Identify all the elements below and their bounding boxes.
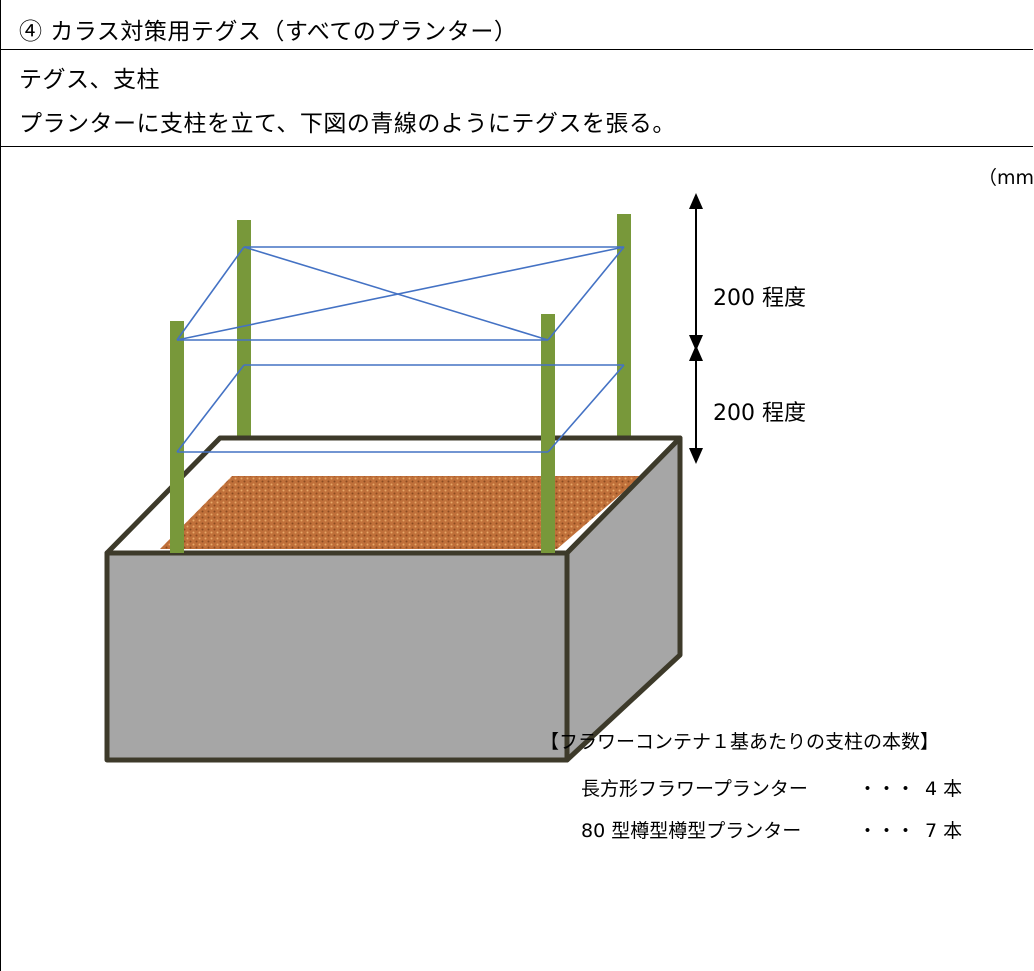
planter-diagram: （mm） 200 程度 200 程度 【フラワーコンテナ１基あたりの (104, 167, 1034, 842)
front-left-pole (170, 321, 184, 553)
unit-label: （mm） (978, 167, 1034, 189)
planter-front (104, 550, 570, 763)
wire-lines (176, 246, 625, 453)
note-item-1-dots: ・・・ (858, 778, 915, 800)
materials-row: テグス、支柱 プランターに支柱を立て、下図の青線のようにテグスを張る。 (0, 50, 1033, 147)
section-heading: ④ カラス対策用テグス（すべてのプランター） (19, 19, 518, 45)
back-right-pole (617, 214, 631, 476)
figure-row (0, 147, 1033, 971)
heading-row: ④ カラス対策用テグス（すべてのプランター） (0, 0, 1033, 50)
note-item-1-count: 4 本 (925, 778, 962, 800)
notes-title: 【フラワーコンテナ１基あたりの支柱の本数】 (540, 731, 939, 753)
soil-surface (160, 476, 642, 549)
note-item-1-label: 長方形フラワープランター (581, 778, 808, 800)
note-item-2-label: 80 型樽型樽型プランター (581, 820, 801, 842)
dim-upper-label: 200 程度 (713, 286, 806, 311)
materials-text: テグス、支柱 (19, 67, 160, 93)
back-left-pole (237, 220, 251, 482)
planter-side (564, 435, 683, 763)
dimension-arrows (689, 193, 703, 464)
front-right-pole (541, 314, 555, 553)
note-item-2-dots: ・・・ (858, 820, 915, 842)
dim-lower-label: 200 程度 (713, 401, 806, 426)
note-item-2-count: 7 本 (925, 820, 962, 842)
instruction-text: プランターに支柱を立て、下図の青線のようにテグスを張る。 (19, 111, 676, 137)
